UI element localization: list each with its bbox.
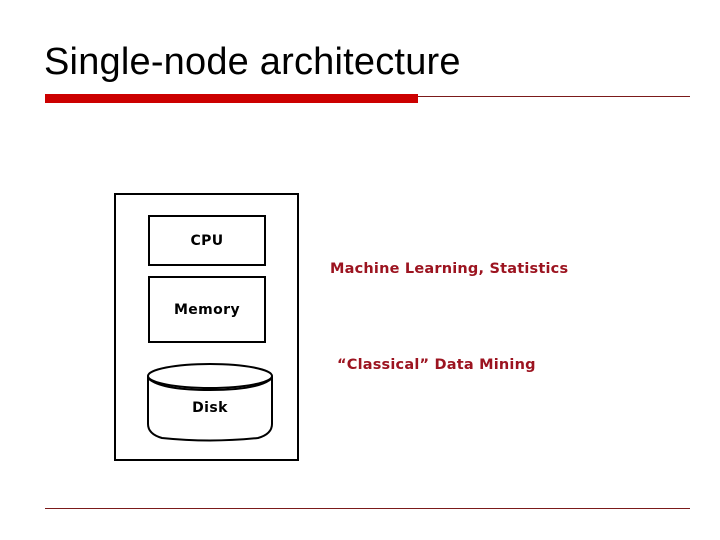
disk-cylinder-icon [147,363,273,442]
disk-cylinder: Disk [146,362,274,442]
title-underline-accent [45,94,418,103]
annotation-data-mining: “Classical” Data Mining [337,357,536,373]
memory-box: Memory [148,276,266,343]
cpu-box: CPU [148,215,266,266]
memory-label: Memory [173,301,241,318]
footer-divider [45,508,690,509]
annotation-machine-learning: Machine Learning, Statistics [330,261,569,277]
cpu-label: CPU [190,232,224,249]
page-title: Single-node architecture [44,41,461,83]
